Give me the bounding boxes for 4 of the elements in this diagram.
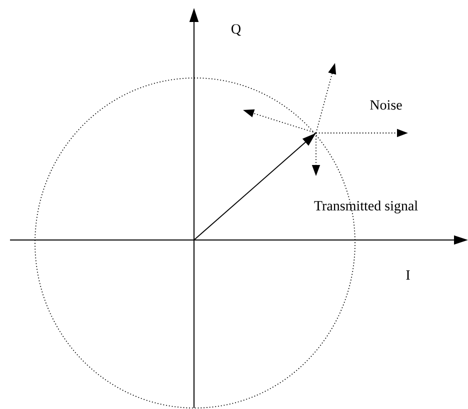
text-label: Noise [370,100,402,110]
axis-label: I [406,270,410,280]
text-label: Transmitted signal [314,200,418,214]
axis-label: Q [232,24,241,36]
